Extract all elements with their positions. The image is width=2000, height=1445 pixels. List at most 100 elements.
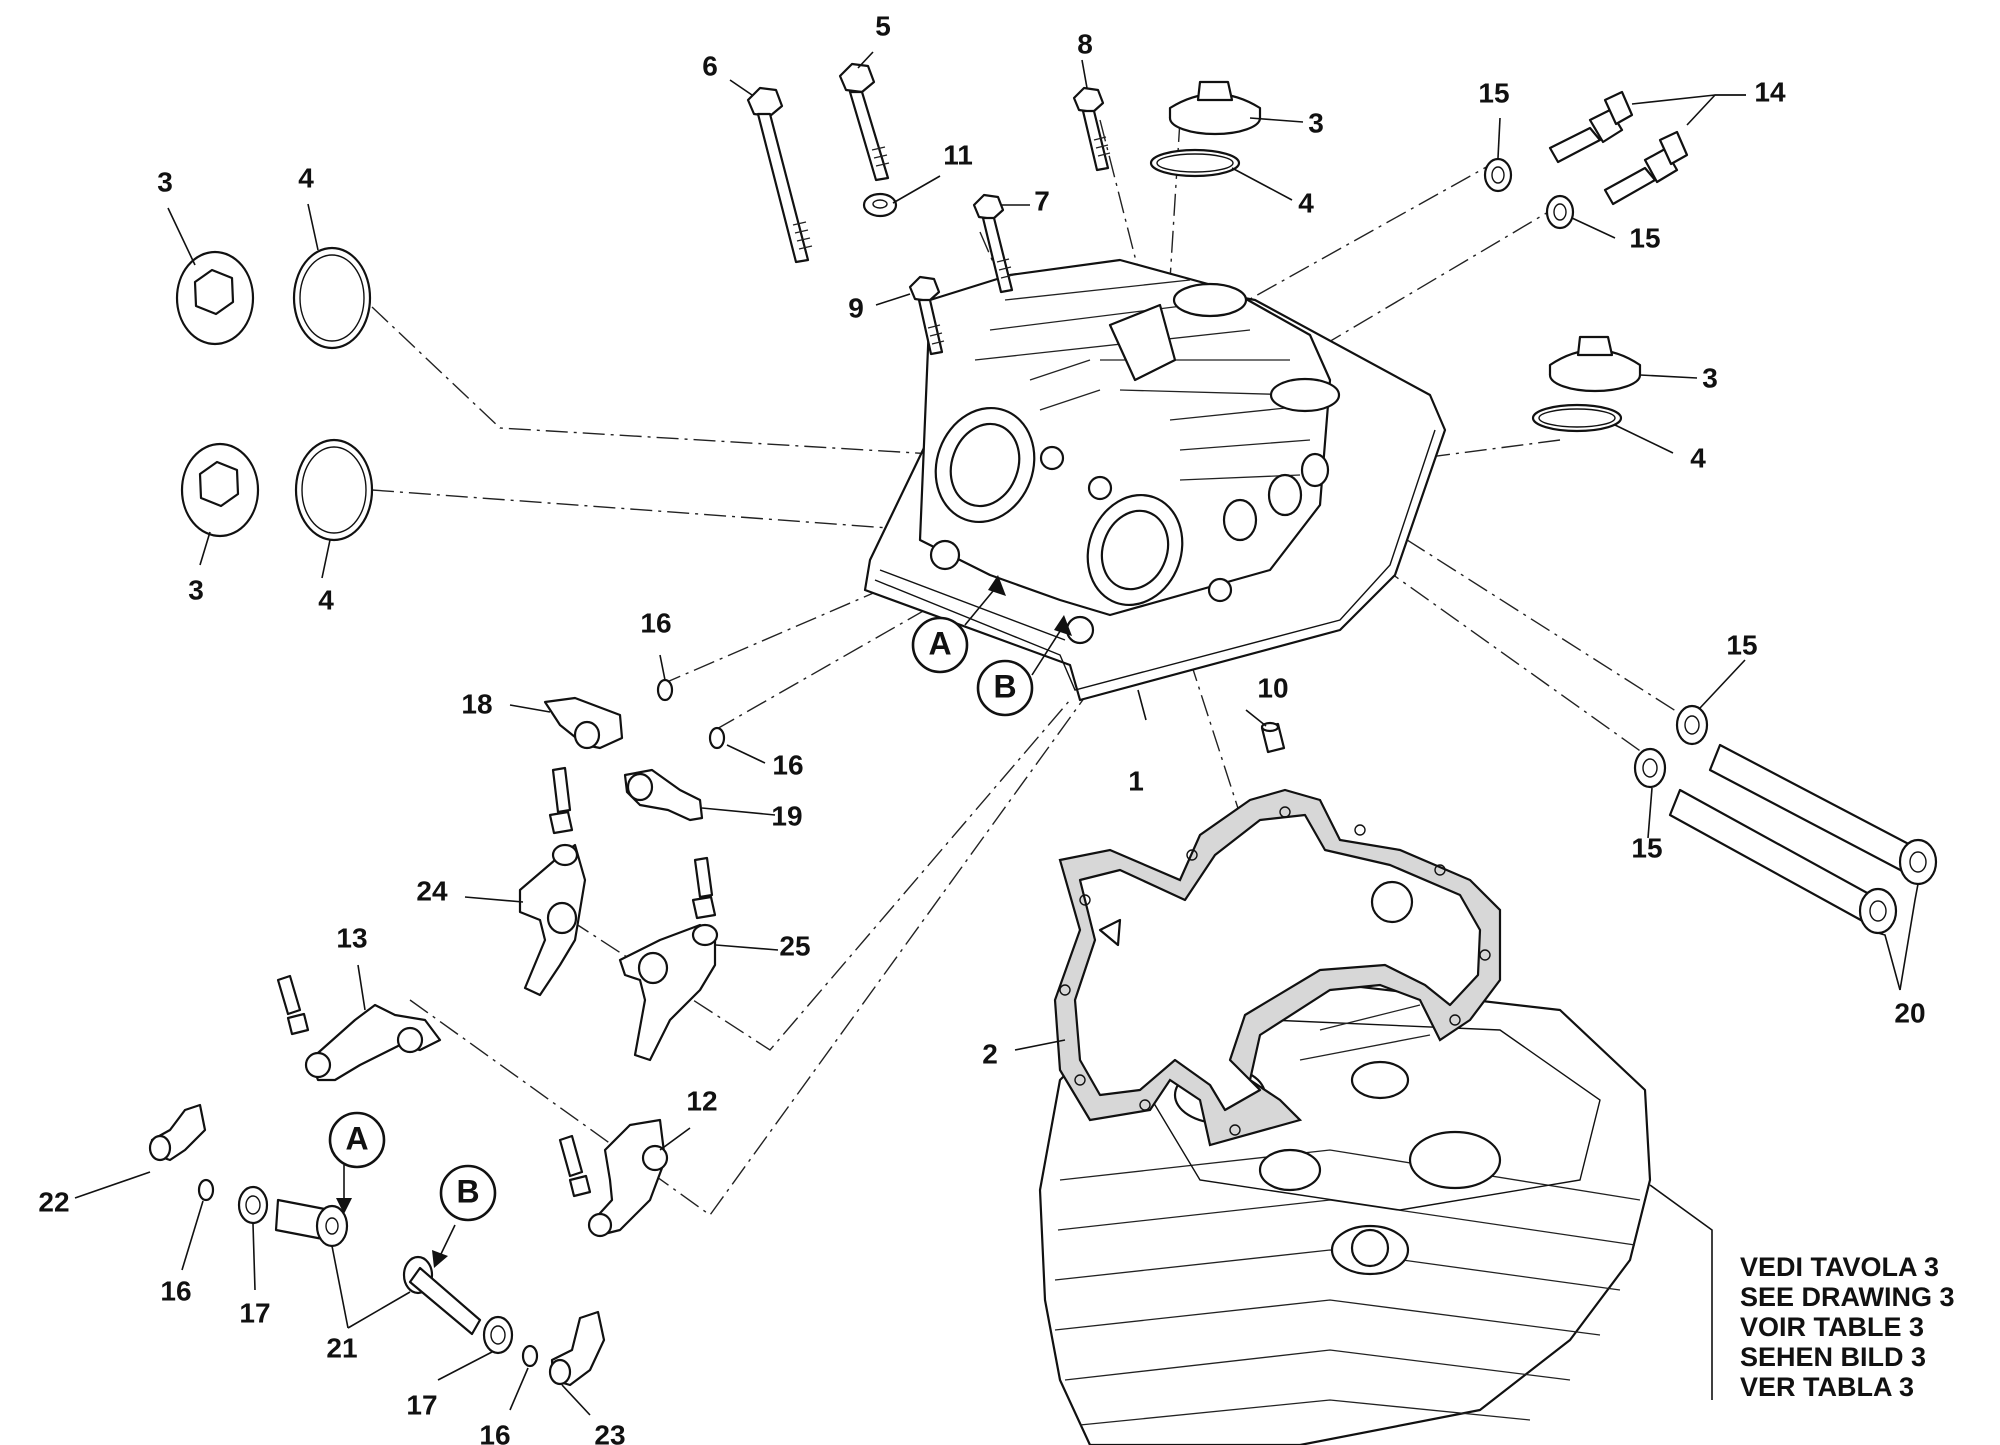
callout-20: 20 bbox=[1894, 997, 1925, 1028]
callout-2: 2 bbox=[982, 1038, 998, 1069]
rocker-arm-19 bbox=[623, 768, 704, 822]
oring-4-left-lower bbox=[294, 438, 374, 542]
callout-13: 13 bbox=[336, 922, 367, 953]
bolt-6 bbox=[746, 86, 813, 264]
rocker-shaft-20-lower bbox=[1668, 788, 1898, 935]
callout-3-left-lower: 3 bbox=[188, 574, 204, 605]
head-gasket bbox=[1053, 788, 1502, 1147]
callout-15-lower-right: 15 bbox=[1631, 832, 1662, 863]
flange-22 bbox=[148, 1103, 207, 1162]
cap-3-left-upper bbox=[175, 250, 255, 346]
oring-4-left-upper bbox=[292, 246, 372, 350]
adjuster-12 bbox=[558, 1134, 592, 1198]
callout-17-left: 17 bbox=[239, 1297, 270, 1328]
callout-3-left-upper: 3 bbox=[157, 166, 173, 197]
callout-15-right: 15 bbox=[1726, 629, 1757, 660]
callout-3-mid-right: 3 bbox=[1702, 362, 1718, 393]
callout-12: 12 bbox=[686, 1085, 717, 1116]
callout-25: 25 bbox=[779, 930, 810, 961]
callout-23: 23 bbox=[594, 1419, 625, 1445]
callout-4-left-upper: 4 bbox=[298, 162, 314, 193]
washer-15-right-upper bbox=[1675, 704, 1709, 746]
leader-lines bbox=[74, 51, 1919, 1416]
cylinder-head bbox=[863, 258, 1447, 702]
callout-16-bottom: 16 bbox=[479, 1419, 510, 1445]
callout-15-top: 15 bbox=[1478, 77, 1509, 108]
callout-19: 19 bbox=[771, 800, 802, 831]
circlip-16-left bbox=[197, 1178, 215, 1202]
note-line-italian: VEDI TAVOLA 3 bbox=[1740, 1252, 1939, 1282]
rocker-shaft-20-upper bbox=[1708, 743, 1938, 886]
adjuster-25 bbox=[691, 856, 717, 920]
callout-7: 7 bbox=[1034, 185, 1050, 216]
rocker-arm-12 bbox=[587, 1118, 669, 1238]
callout-3-top-right: 3 bbox=[1308, 107, 1324, 138]
callout-9: 9 bbox=[848, 292, 864, 323]
note-line-english: SEE DRAWING 3 bbox=[1740, 1282, 1955, 1312]
washer-15-upper bbox=[1483, 157, 1513, 193]
marker-letter-a-bottom: A bbox=[345, 1120, 368, 1156]
rocker-arm-25 bbox=[618, 923, 719, 1062]
plug-14-upper bbox=[1548, 90, 1634, 164]
circlip-16-18 bbox=[656, 678, 674, 702]
flange-23 bbox=[548, 1310, 606, 1387]
callout-21: 21 bbox=[326, 1332, 357, 1363]
callout-18: 18 bbox=[461, 688, 492, 719]
callout-24: 24 bbox=[416, 875, 448, 906]
oring-4-top-right bbox=[1149, 148, 1241, 178]
reference-marker-b-bottom: B bbox=[439, 1164, 497, 1222]
reference-marker-a-bottom: A bbox=[328, 1111, 386, 1169]
bolt-7 bbox=[972, 193, 1014, 294]
circlip-16-right bbox=[521, 1344, 539, 1368]
oring-4-mid-right bbox=[1531, 403, 1623, 433]
callout-6: 6 bbox=[702, 50, 718, 81]
callout-8: 8 bbox=[1077, 28, 1093, 59]
reference-marker-a-top: A bbox=[911, 616, 969, 674]
marker-letter-b-bottom: B bbox=[456, 1173, 479, 1209]
cap-3-mid-right bbox=[1548, 335, 1642, 393]
callout-5: 5 bbox=[875, 10, 891, 41]
callout-11: 11 bbox=[943, 139, 973, 170]
plug-14-lower bbox=[1603, 130, 1689, 206]
callout-10: 10 bbox=[1257, 672, 1288, 703]
callout-14: 14 bbox=[1754, 76, 1786, 107]
washer-15-right-lower bbox=[1633, 747, 1667, 789]
marker-letter-a-top: A bbox=[928, 625, 951, 661]
rocker-arm-13 bbox=[304, 1003, 442, 1082]
bolt-5 bbox=[838, 62, 890, 182]
callout-4-left-lower: 4 bbox=[318, 584, 334, 615]
cap-3-top-right bbox=[1168, 80, 1262, 136]
reference-arrows bbox=[336, 575, 1072, 1268]
bolt-9 bbox=[908, 275, 945, 356]
marker-letter-b-top: B bbox=[993, 668, 1016, 704]
rocker-arm-24 bbox=[518, 843, 587, 997]
washer-11 bbox=[862, 192, 898, 218]
callout-15-upper-right: 15 bbox=[1629, 222, 1660, 253]
note-line-spanish: VER TABLA 3 bbox=[1740, 1372, 1914, 1402]
callout-1: 1 bbox=[1128, 765, 1144, 796]
adjuster-13 bbox=[276, 974, 310, 1036]
callout-16-middle: 16 bbox=[772, 749, 803, 780]
circlip-16-19 bbox=[708, 726, 726, 750]
callout-17-bottom: 17 bbox=[406, 1389, 437, 1420]
bolt-8 bbox=[1072, 86, 1111, 172]
cap-3-left-lower bbox=[180, 442, 260, 538]
callout-22: 22 bbox=[38, 1186, 69, 1217]
callout-4-mid-right: 4 bbox=[1690, 442, 1706, 473]
reference-marker-b-top: B bbox=[976, 659, 1034, 717]
callout-labels: 1 2 3 3 3 3 4 4 4 4 5 6 7 8 9 10 11 12 1… bbox=[38, 10, 1925, 1445]
shaft-21-b bbox=[402, 1255, 482, 1336]
adjuster-24 bbox=[548, 766, 574, 835]
see-drawing-note: VEDI TAVOLA 3 SEE DRAWING 3 VOIR TABLE 3… bbox=[1740, 1252, 1955, 1402]
washer-15-lower bbox=[1545, 194, 1575, 230]
note-line-german: SEHEN BILD 3 bbox=[1740, 1342, 1926, 1372]
note-line-french: VOIR TABLE 3 bbox=[1740, 1312, 1924, 1342]
rocker-arm-18 bbox=[543, 696, 624, 750]
shaft-21-a bbox=[274, 1198, 349, 1248]
callout-4-top-right: 4 bbox=[1298, 187, 1314, 218]
callout-16-left: 16 bbox=[160, 1275, 191, 1306]
callout-16-upper: 16 bbox=[640, 607, 671, 638]
washer-17-right bbox=[482, 1315, 514, 1355]
dowel-10 bbox=[1260, 721, 1286, 754]
